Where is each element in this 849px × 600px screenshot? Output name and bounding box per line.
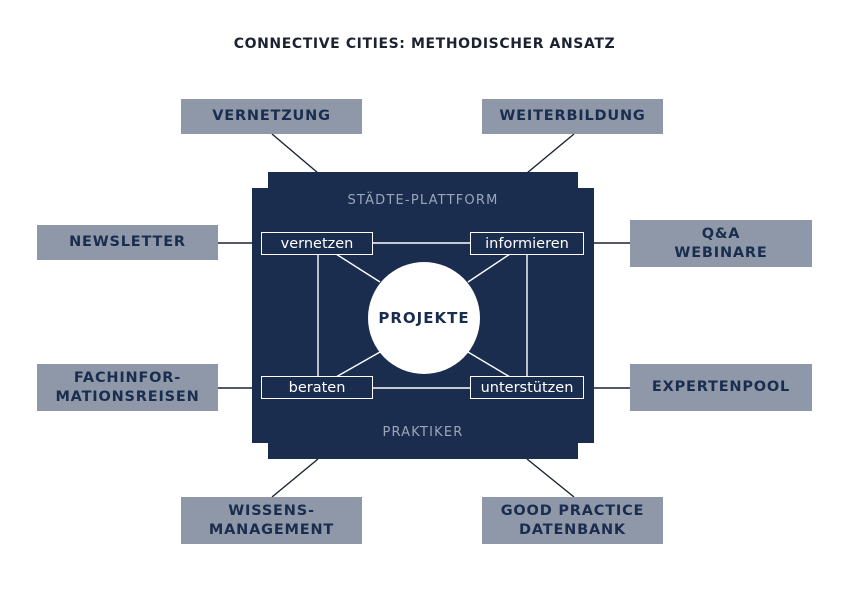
- box-qa-webinare: Q&A WEBINARE: [630, 220, 812, 267]
- box-wissensmanagement: WISSENS- MANAGEMENT: [181, 497, 362, 544]
- box-weiterbildung: WEITERBILDUNG: [482, 99, 663, 134]
- platform-bottom-label: PRAKTIKER: [382, 425, 464, 440]
- diagram-title: CONNECTIVE CITIES: METHODISCHER ANSATZ: [233, 36, 616, 52]
- connector-vernetzung: [271, 133, 319, 174]
- node-beraten: beraten: [261, 376, 373, 399]
- box-good-practice-datenbank: GOOD PRACTICE DATENBANK: [482, 497, 663, 544]
- connector-wissensmanagement: [271, 458, 319, 498]
- node-unterstuetzen: unterstützen: [470, 376, 584, 399]
- node-informieren: informieren: [470, 232, 584, 255]
- connector-weiterbildung: [526, 133, 575, 174]
- box-vernetzung: VERNETZUNG: [181, 99, 362, 134]
- platform-top-label: STÄDTE-PLATTFORM: [347, 193, 499, 208]
- box-fachinformationsreisen: FACHINFOR- MATIONSREISEN: [37, 364, 218, 411]
- connector-good-practice: [526, 458, 575, 498]
- box-expertenpool: EXPERTENPOOL: [630, 364, 812, 411]
- box-newsletter: NEWSLETTER: [37, 225, 218, 260]
- center-circle-projekte: PROJEKTE: [368, 262, 480, 374]
- node-vernetzen: vernetzen: [261, 232, 373, 255]
